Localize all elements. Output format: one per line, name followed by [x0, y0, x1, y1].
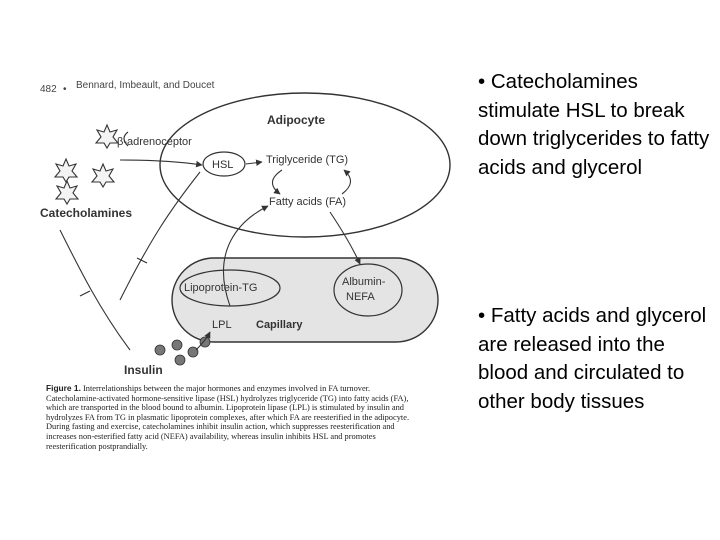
catecholamine-inhibit-line	[119, 171, 201, 301]
catecholamine-to-hsl-arrow	[119, 159, 203, 168]
fa-label: Fatty acids (FA)	[269, 196, 346, 208]
receptor-bracket	[123, 131, 129, 147]
hsl-label: HSL	[212, 159, 233, 171]
catecholamine-molecule-3	[90, 162, 116, 189]
bullet-2: • Fatty acids and glycerol are released …	[478, 304, 707, 413]
insulin-molecule-3	[174, 354, 186, 366]
insulin-molecule-4	[187, 346, 199, 358]
albumin-complex	[333, 263, 403, 317]
lpl-to-adipocyte-arrow	[223, 205, 269, 307]
fa-to-tg-arrow	[341, 169, 352, 195]
tg-to-fa-arrow	[271, 169, 283, 195]
receptor-label: β-adrenoceptor	[117, 136, 192, 148]
catecholamine-molecule-2	[53, 157, 79, 184]
lipid-metabolism-diagram: 482 • Bennard, Imbeault, and Doucet Adip…	[40, 80, 451, 377]
fa-to-albumin-arrow	[329, 211, 361, 265]
inhibit-tick-2	[79, 290, 91, 297]
adipocyte-label: Adipocyte	[267, 113, 325, 127]
hsl-enzyme	[202, 151, 246, 177]
capillary-vessel	[171, 257, 439, 343]
lpl-label: LPL	[212, 319, 232, 331]
capillary-label: Capillary	[256, 319, 303, 331]
insulin-molecule-1	[154, 344, 166, 356]
insulin-molecule-2	[171, 339, 183, 351]
catecholamine-to-insulin-line	[59, 229, 131, 351]
insulin-label: Insulin	[124, 363, 163, 377]
caption-text: Interrelationships between the major hor…	[46, 384, 410, 451]
catecholamine-molecule-4	[54, 179, 80, 206]
tg-label: Triglyceride (TG)	[266, 154, 348, 166]
insulin-molecule-5	[199, 336, 211, 348]
inhibit-tick-1	[136, 257, 148, 264]
figure-caption: Figure 1. Interrelationships between the…	[46, 383, 418, 451]
insulin-to-lpl-arrow	[195, 331, 211, 351]
catecholamines-label: Catecholamines	[40, 206, 132, 220]
catecholamine-molecule-1	[94, 123, 120, 150]
albumin-label-2: NEFA	[346, 291, 375, 303]
header-bullet: •	[63, 84, 67, 95]
hsl-to-tg-arrow	[245, 159, 263, 167]
header-authors: Bennard, Imbeault, and Doucet	[76, 80, 215, 91]
caption-label: Figure 1.	[46, 383, 81, 393]
albumin-label-1: Albumin-	[342, 276, 386, 288]
page-number: 482	[40, 84, 57, 95]
adipocyte-cell	[159, 92, 451, 238]
bullet-1: • Catecholamines stimulate HSL to break …	[478, 70, 710, 179]
lipoprotein-label: Lipoprotein-TG	[184, 282, 257, 294]
